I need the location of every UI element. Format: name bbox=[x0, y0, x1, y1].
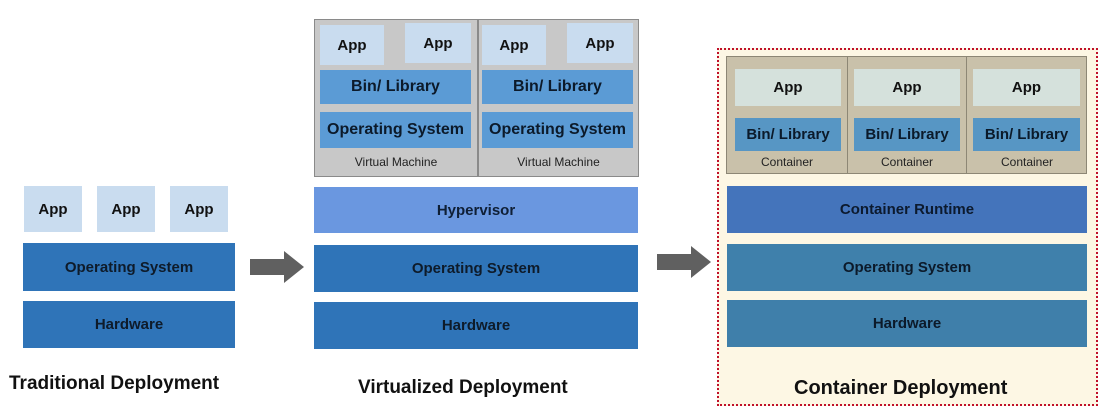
vm2-caption: Virtual Machine bbox=[517, 155, 600, 169]
container-title: Container Deployment bbox=[794, 377, 1008, 399]
vm1-app-1: App bbox=[320, 25, 384, 65]
container2-bin-library: Bin/ Library bbox=[854, 118, 960, 151]
container3-caption: Container bbox=[1000, 155, 1054, 169]
container1-caption: Container bbox=[760, 155, 814, 169]
container-hardware-layer: Hardware bbox=[727, 300, 1087, 347]
vm1-guest-os: Operating System bbox=[320, 112, 471, 148]
container-divider-2 bbox=[966, 56, 967, 174]
container3-app: App bbox=[973, 69, 1080, 106]
vm1-app-2: App bbox=[405, 23, 471, 63]
container-runtime-layer: Container Runtime bbox=[727, 186, 1087, 233]
container2-app: App bbox=[854, 69, 960, 106]
hypervisor-layer: Hypervisor bbox=[314, 187, 638, 233]
container3-bin-library: Bin/ Library bbox=[973, 118, 1080, 151]
traditional-title: Traditional Deployment bbox=[9, 373, 220, 394]
container-os-layer: Operating System bbox=[727, 244, 1087, 291]
traditional-app-2: App bbox=[97, 186, 155, 232]
virtualized-title: Virtualized Deployment bbox=[358, 377, 568, 398]
container1-bin-library: Bin/ Library bbox=[735, 118, 841, 151]
virtualized-hardware-layer: Hardware bbox=[314, 302, 638, 349]
container2-caption: Container bbox=[880, 155, 934, 169]
traditional-app-1: App bbox=[24, 186, 82, 232]
virtualized-os-layer: Operating System bbox=[314, 245, 638, 292]
vm1-caption: Virtual Machine bbox=[354, 155, 438, 169]
traditional-os-layer: Operating System bbox=[23, 243, 235, 291]
vm1-bin-library: Bin/ Library bbox=[320, 70, 471, 104]
vm2-app-1: App bbox=[482, 25, 546, 65]
vm2-bin-library: Bin/ Library bbox=[482, 70, 633, 104]
arrow-right-icon bbox=[250, 251, 304, 283]
traditional-hardware-layer: Hardware bbox=[23, 301, 235, 348]
vm2-app-2: App bbox=[567, 23, 633, 63]
arrow-right-icon bbox=[657, 246, 711, 278]
container1-app: App bbox=[735, 69, 841, 106]
traditional-app-3: App bbox=[170, 186, 228, 232]
container-divider-1 bbox=[847, 56, 848, 174]
vm2-guest-os: Operating System bbox=[482, 112, 633, 148]
